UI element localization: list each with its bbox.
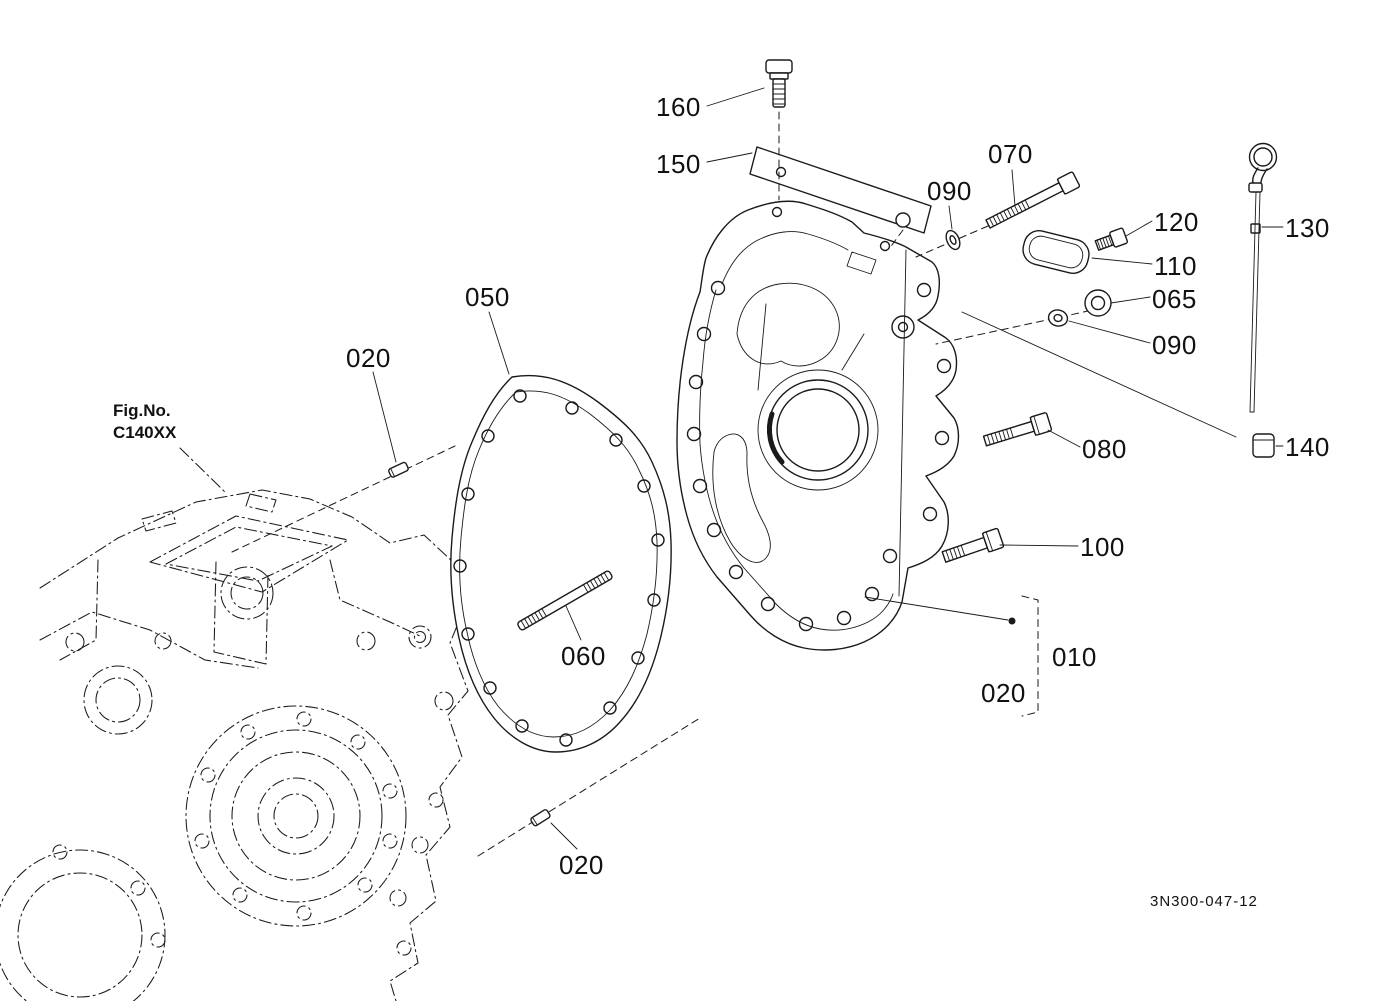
callout-150: 150 xyxy=(656,149,701,179)
gasket-050 xyxy=(450,374,672,753)
boss-axis-line xyxy=(935,307,1103,345)
callout-100: 100 xyxy=(1080,532,1125,562)
plate-bar-150 xyxy=(749,146,932,234)
callout-070: 070 xyxy=(988,139,1033,169)
dipstick-130 xyxy=(1248,142,1278,413)
assembly-axis-lines xyxy=(231,445,701,857)
drawing-number: 3N300-047-12 xyxy=(1150,893,1258,910)
washer-090-upper xyxy=(945,229,961,251)
bolt-070 xyxy=(985,171,1081,229)
callout-020-bracket: 020 xyxy=(981,678,1026,708)
main-case xyxy=(676,200,960,651)
callout-090-upper: 090 xyxy=(927,176,972,206)
bolt-080 xyxy=(982,412,1053,447)
washer-090-right xyxy=(1047,309,1069,327)
cap-140 xyxy=(1252,433,1275,458)
dipstick-guide-line xyxy=(961,311,1237,438)
reference-housing xyxy=(0,447,469,1001)
callout-080: 080 xyxy=(1082,434,1127,464)
figure-number: Fig.No. C140XX xyxy=(113,400,176,444)
plug-160-axis xyxy=(778,111,904,250)
callout-120: 120 xyxy=(1154,207,1199,237)
callout-110: 110 xyxy=(1154,251,1197,281)
nut-065 xyxy=(1084,289,1112,317)
callout-020-bottom: 020 xyxy=(559,850,604,880)
callout-050: 050 xyxy=(465,282,510,312)
figure-number-line1: Fig.No. xyxy=(113,401,171,420)
callout-leader-lines xyxy=(372,87,1284,850)
pin-020-bottom xyxy=(530,809,551,827)
bolt-100 xyxy=(941,527,1005,563)
callout-090-right: 090 xyxy=(1152,330,1197,360)
callout-140: 140 xyxy=(1285,432,1330,462)
plug-bolt-160 xyxy=(765,59,793,108)
figure-number-line2: C140XX xyxy=(113,423,177,443)
plug-120 xyxy=(1094,227,1129,251)
cover-plate-110 xyxy=(1022,230,1090,274)
callout-060: 060 xyxy=(561,641,606,671)
callout-130: 130 xyxy=(1285,213,1330,243)
pin-020-left xyxy=(388,461,409,478)
callout-020-left: 020 xyxy=(346,343,391,373)
assembly-010-bracket xyxy=(1021,595,1039,717)
callout-010: 010 xyxy=(1052,642,1097,672)
callout-065: 065 xyxy=(1152,284,1197,314)
callout-160: 160 xyxy=(656,92,701,122)
stud-060 xyxy=(517,570,613,631)
assembly-010-leader xyxy=(864,596,1016,625)
